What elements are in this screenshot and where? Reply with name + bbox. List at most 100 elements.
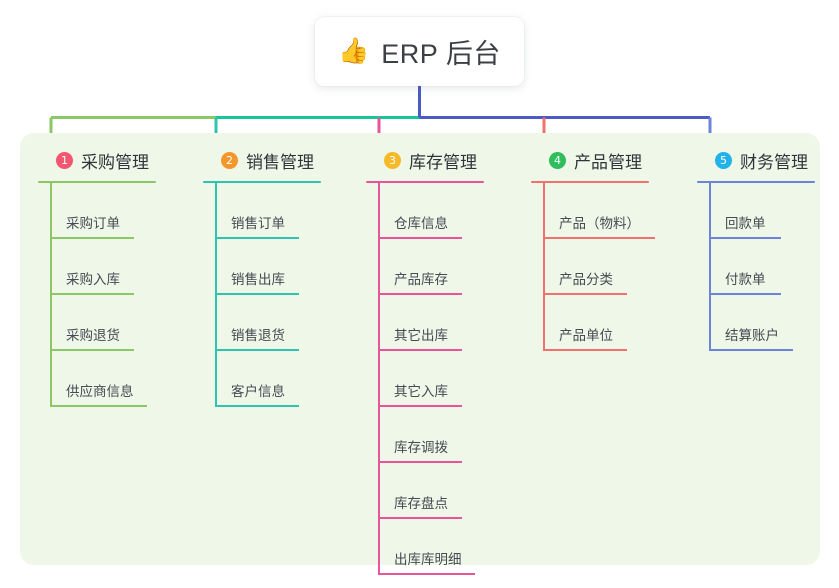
leaf-underline — [543, 349, 627, 351]
branch-header-underline — [203, 181, 321, 183]
leaf-label: 供应商信息 — [66, 384, 134, 399]
leaf-label: 产品库存 — [394, 272, 448, 287]
leaf-label: 其它入库 — [394, 384, 448, 399]
leaf-label: 结算账户 — [725, 328, 779, 343]
leaf-list: 采购订单采购入库采购退货供应商信息 — [38, 183, 156, 407]
leaf-underline — [378, 293, 462, 295]
branch-title: 采购管理 — [81, 152, 149, 172]
leaf-label: 出库库明细 — [394, 552, 462, 567]
leaf-label: 销售退货 — [231, 328, 285, 343]
leaf-label: 销售订单 — [231, 216, 285, 231]
leaf-underline — [543, 237, 655, 239]
leaf-item[interactable]: 产品库存 — [366, 239, 484, 295]
leaf-spine — [215, 183, 217, 407]
leaf-underline — [50, 237, 134, 239]
branch-header-3[interactable]: 3 库存管理 — [366, 145, 484, 175]
leaf-underline — [378, 349, 462, 351]
leaf-underline — [543, 293, 627, 295]
branch-header-underline — [366, 181, 484, 183]
leaf-label: 采购退货 — [66, 328, 120, 343]
thumbs-up-icon: 👍 — [338, 37, 370, 65]
leaf-spine — [50, 183, 52, 407]
leaf-underline — [378, 461, 462, 463]
branch-index-badge: 1 — [56, 151, 73, 169]
leaf-item[interactable]: 采购订单 — [38, 183, 156, 239]
leaf-label: 库存调拨 — [394, 440, 448, 455]
leaf-item[interactable]: 结算账户 — [697, 295, 815, 351]
root-node[interactable]: 👍 ERP 后台 — [315, 17, 524, 86]
leaf-underline — [378, 405, 462, 407]
leaf-item[interactable]: 仓库信息 — [366, 183, 484, 239]
leaf-underline — [50, 293, 134, 295]
branch-index-badge: 4 — [549, 151, 566, 169]
root-title: ERP 后台 — [381, 39, 501, 69]
leaf-item[interactable]: 销售出库 — [203, 239, 321, 295]
leaf-item[interactable]: 库存盘点 — [366, 463, 484, 519]
leaf-item[interactable]: 回款单 — [697, 183, 815, 239]
leaf-label: 库存盘点 — [394, 496, 448, 511]
leaf-item[interactable]: 产品单位 — [531, 295, 649, 351]
leaf-list: 销售订单销售出库销售退货客户信息 — [203, 183, 321, 407]
branch-header-1[interactable]: 1 采购管理 — [38, 145, 156, 175]
leaf-label: 采购入库 — [66, 272, 120, 287]
leaf-item[interactable]: 付款单 — [697, 239, 815, 295]
branch-title: 产品管理 — [574, 152, 642, 172]
leaf-label: 采购订单 — [66, 216, 120, 231]
leaf-spine — [709, 183, 711, 351]
leaf-underline — [215, 237, 299, 239]
leaf-underline — [378, 573, 475, 575]
branch-index-badge: 2 — [221, 151, 238, 169]
leaf-underline — [50, 405, 147, 407]
leaf-underline — [215, 293, 299, 295]
branch-column-4: 4 产品管理产品（物料） 产品分类产品单位 — [531, 145, 655, 351]
branch-header-underline — [697, 181, 815, 183]
leaf-item[interactable]: 采购退货 — [38, 295, 156, 351]
leaf-item[interactable]: 采购入库 — [38, 239, 156, 295]
branch-header-underline — [531, 181, 649, 183]
branch-title: 库存管理 — [409, 152, 477, 172]
leaf-underline — [709, 349, 793, 351]
leaf-label: 其它出库 — [394, 328, 448, 343]
branch-index-badge: 5 — [715, 151, 732, 169]
leaf-item[interactable]: 销售退货 — [203, 295, 321, 351]
leaf-underline — [215, 405, 299, 407]
leaf-label: 销售出库 — [231, 272, 285, 287]
leaf-list: 回款单付款单结算账户 — [697, 183, 815, 351]
leaf-underline — [709, 293, 781, 295]
leaf-label: 产品（物料） — [559, 216, 640, 231]
leaf-item[interactable]: 出库库明细 — [366, 519, 484, 575]
leaf-item[interactable]: 销售订单 — [203, 183, 321, 239]
branches-panel — [20, 133, 820, 565]
branch-header-5[interactable]: 5 财务管理 — [697, 145, 815, 175]
leaf-item[interactable]: 客户信息 — [203, 351, 321, 407]
leaf-label: 产品单位 — [559, 328, 613, 343]
branch-header-4[interactable]: 4 产品管理 — [531, 145, 649, 175]
leaf-label: 付款单 — [725, 272, 766, 287]
branch-column-3: 3 库存管理仓库信息产品库存其它出库其它入库库存调拨库存盘点出库库明细 — [366, 145, 484, 575]
leaf-item[interactable]: 库存调拨 — [366, 407, 484, 463]
leaf-item[interactable]: 产品分类 — [531, 239, 649, 295]
leaf-item[interactable]: 其它出库 — [366, 295, 484, 351]
leaf-label: 客户信息 — [231, 384, 285, 399]
leaf-underline — [215, 349, 299, 351]
leaf-list: 仓库信息产品库存其它出库其它入库库存调拨库存盘点出库库明细 — [366, 183, 484, 575]
branch-column-1: 1 采购管理采购订单采购入库采购退货供应商信息 — [38, 145, 156, 407]
leaf-underline — [378, 237, 462, 239]
branch-index-badge: 3 — [384, 151, 401, 169]
leaf-item[interactable]: 供应商信息 — [38, 351, 156, 407]
leaf-spine — [378, 183, 380, 575]
leaf-underline — [709, 237, 781, 239]
branch-column-5: 5 财务管理回款单付款单结算账户 — [697, 145, 815, 351]
branch-title: 财务管理 — [740, 152, 808, 172]
branch-header-underline — [38, 181, 156, 183]
leaf-spine — [543, 183, 545, 351]
leaf-underline — [50, 349, 134, 351]
leaf-underline — [378, 517, 462, 519]
leaf-item[interactable]: 产品（物料） — [531, 183, 655, 239]
leaf-list: 产品（物料） 产品分类产品单位 — [531, 183, 655, 351]
leaf-item[interactable]: 其它入库 — [366, 351, 484, 407]
leaf-label: 产品分类 — [559, 272, 613, 287]
